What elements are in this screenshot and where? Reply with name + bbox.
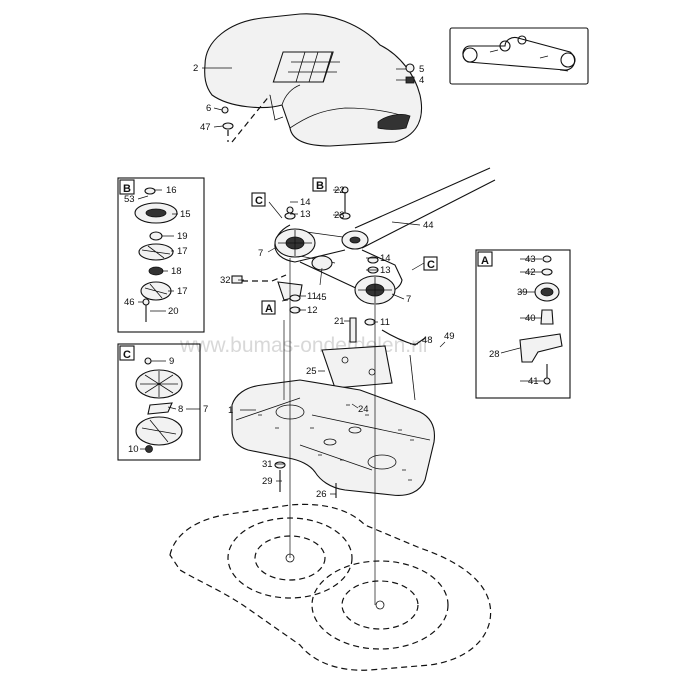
ref-c-right: C (427, 259, 435, 271)
callout-7-right: 7 (406, 294, 411, 305)
callout-45: 45 (316, 292, 327, 303)
drive-hardware (231, 274, 426, 405)
callout-31: 31 (262, 459, 273, 470)
belt-routing-inset (449, 27, 589, 85)
ref-box-c-left (251, 192, 266, 207)
detail-box-b (117, 177, 205, 333)
callout-a-40: 40 (525, 313, 536, 324)
ref-box-a (261, 300, 276, 315)
callout-29: 29 (262, 476, 273, 487)
callout-48: 48 (422, 335, 433, 346)
deck-housing-dashed (169, 503, 492, 671)
detail-b-label: B (123, 183, 131, 195)
alignment-lines (283, 258, 376, 605)
callout-44: 44 (423, 220, 434, 231)
watermark: www.bumas-onderdelen.nl (179, 334, 427, 357)
callout-22: 22 (334, 185, 345, 196)
detail-a-label: A (481, 255, 489, 267)
drive-pulleys (274, 186, 396, 305)
detail-a-callouts: A 43 42 39 40 28 41 (481, 254, 539, 387)
cover-vent-grid (272, 51, 340, 83)
callout-a-28: 28 (489, 349, 500, 360)
callout-32: 32 (220, 275, 231, 286)
detail-box-a (475, 249, 571, 399)
callout-14-right: 14 (380, 253, 391, 264)
callout-b-17-lower: 17 (177, 286, 188, 297)
callout-24: 24 (358, 404, 369, 415)
callout-1: 1 (228, 405, 233, 416)
cover-callouts: 2 5 4 6 47 (193, 63, 424, 133)
callout-b-20: 20 (168, 306, 179, 317)
callout-c-10: 10 (128, 444, 139, 455)
drive-callouts: C 14 13 B 22 23 44 7 14 13 C 32 45 11 12… (220, 177, 455, 500)
callout-cover-4: 4 (419, 75, 424, 86)
mower-cover (204, 13, 423, 147)
callout-cover-47: 47 (200, 122, 211, 133)
callout-11-right: 11 (380, 317, 390, 328)
ref-box-b (312, 177, 327, 192)
callout-b-53: 53 (124, 194, 135, 205)
leader-lines (137, 67, 544, 495)
callout-b-46: 46 (124, 297, 135, 308)
callout-12: 12 (307, 305, 318, 316)
callout-a-42: 42 (525, 267, 536, 278)
callout-13-right: 13 (380, 265, 391, 276)
callout-49: 49 (444, 331, 455, 342)
callout-a-43: 43 (525, 254, 536, 265)
callout-b-16: 16 (166, 185, 177, 196)
callout-b-18: 18 (171, 266, 182, 277)
ref-box-c-right (423, 256, 438, 271)
callout-7-left: 7 (258, 248, 263, 259)
callout-cover-5: 5 (419, 64, 424, 75)
detail-c-label: C (123, 349, 131, 361)
ref-a: A (265, 303, 273, 315)
detail-b-callouts: B 53 16 15 19 17 18 46 17 20 (123, 183, 191, 317)
callout-c-7: 7 (203, 404, 208, 415)
callout-a-39: 39 (517, 287, 528, 298)
detail-c-callouts: C 9 8 7 10 (123, 349, 208, 455)
callout-13-top: 13 (300, 209, 311, 220)
callout-cover-2: 2 (193, 63, 198, 74)
callout-11-left: 11 (307, 291, 317, 302)
callout-25: 25 (306, 366, 317, 377)
callout-21: 21 (334, 316, 345, 327)
callout-c-9: 9 (169, 356, 174, 367)
ref-b: B (316, 180, 324, 192)
callout-26: 26 (316, 489, 327, 500)
deck-plate (231, 379, 436, 498)
callout-cover-6: 6 (206, 103, 211, 114)
ref-c-left: C (255, 195, 263, 207)
detail-box-c (117, 343, 201, 461)
callout-c-8: 8 (178, 404, 183, 415)
callout-14-top: 14 (300, 197, 311, 208)
callout-a-41: 41 (528, 376, 539, 387)
callout-23: 23 (334, 210, 345, 221)
callout-b-15: 15 (180, 209, 191, 220)
callout-b-19: 19 (177, 231, 188, 242)
callout-b-17-upper: 17 (177, 246, 188, 257)
